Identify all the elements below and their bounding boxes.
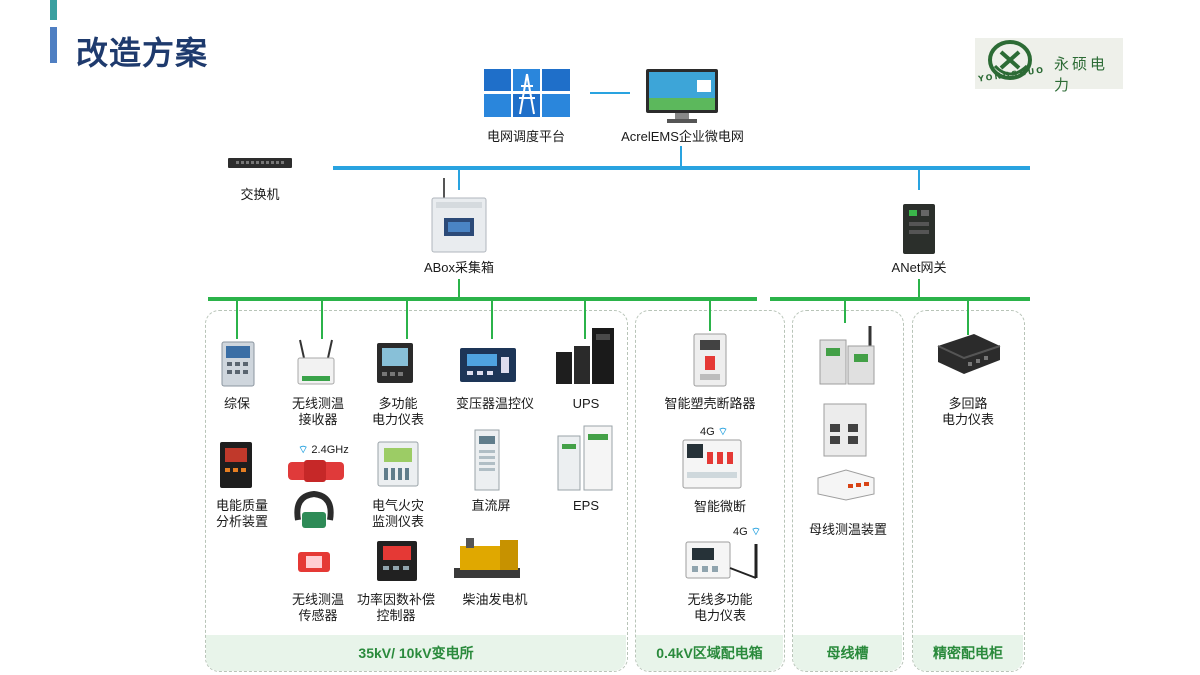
title-accent-bar <box>50 27 57 63</box>
ethernet-bus <box>333 166 1030 170</box>
abox-label: ABox采集箱 <box>423 260 495 275</box>
red-temp-sensor-icon <box>288 460 344 482</box>
title-accent-top <box>50 0 57 20</box>
power-quality-analyzer-icon <box>220 442 252 488</box>
drop-zongbao <box>236 301 238 339</box>
wireless-meter-icon <box>685 541 758 579</box>
bus-temp-label: 母线测温装置 <box>808 522 887 537</box>
fire-monitor-icon <box>377 441 419 487</box>
multi-meter-label-1: 多功能 <box>378 396 418 411</box>
zone-busway-footer: 母线槽 <box>793 635 902 671</box>
fire-label-2: 监测仪表 <box>371 514 424 529</box>
band-label: 2.4GHz <box>311 444 349 456</box>
page-title: 改造方案 <box>76 35 209 71</box>
clamp-temp-sensor-icon <box>294 490 334 528</box>
zongbao-label: 综保 <box>223 396 250 411</box>
ems-drop-line <box>680 146 682 167</box>
wireless-receiver-icon <box>297 339 335 385</box>
bus-temp-module-icon <box>823 403 867 457</box>
mccb-icon <box>693 333 727 387</box>
anet-downlink <box>918 279 920 298</box>
pf-label-2: 控制器 <box>376 608 416 623</box>
fire-label-1: 电气火灾 <box>371 498 424 513</box>
transformer-temp-label: 变压器温控仪 <box>455 396 534 411</box>
multi-meter-label-2: 电力仪表 <box>371 412 424 427</box>
pq-label-1: 电能质量 <box>215 498 268 513</box>
wifi-icon: ⌔ <box>298 444 309 456</box>
pf-label-1: 功率因数补偿 <box>356 592 435 607</box>
busbar-temp-sensor-icon <box>298 552 330 572</box>
dc-screen-label: 直流屏 <box>471 498 511 513</box>
video-wall-icon <box>483 68 571 118</box>
wireless-sensor-label-1: 无线测温 <box>291 592 344 607</box>
dc-screen-icon <box>474 429 500 491</box>
abox-field-bus <box>208 297 757 301</box>
zone-area-box-footer: 0.4kV区域配电箱 <box>636 635 783 671</box>
drop-bus-temp <box>844 301 846 323</box>
pf-controller-icon <box>377 541 417 581</box>
micro-breaker-icon <box>682 439 742 489</box>
net-4g-label-b: 4G <box>733 526 748 538</box>
abox-downlink <box>458 279 460 298</box>
net-4g-indicator-b: 4G ⌔ <box>733 525 761 539</box>
multi-loop-label-1: 多回路 <box>948 396 988 411</box>
wireless-meter-label-2: 电力仪表 <box>693 608 746 623</box>
multi-loop-meter-icon <box>937 334 1001 374</box>
transformer-temp-controller-icon <box>460 348 516 382</box>
diesel-label: 柴油发电机 <box>462 592 528 607</box>
wireless-sensor-label-2: 传感器 <box>298 608 338 623</box>
multi-loop-label-2: 电力仪表 <box>941 412 994 427</box>
anet-field-bus <box>770 297 1030 301</box>
pq-label-2: 分析装置 <box>215 514 268 529</box>
drop-wireless-rx <box>321 301 323 339</box>
ups-icon <box>556 328 614 384</box>
switch-label: 交换机 <box>240 187 280 202</box>
drop-mccb <box>709 301 711 331</box>
drop-transformer <box>491 301 493 339</box>
zone-substation-footer: 35kV/ 10kV变电所 <box>206 635 626 671</box>
band-indicator: ⌔ 2.4GHz <box>298 443 349 457</box>
drop-multi-meter <box>406 301 408 339</box>
net-4g-label-a: 4G <box>700 426 715 438</box>
monitor-icon <box>646 69 718 123</box>
abox-cabinet-icon <box>431 178 487 253</box>
drop-ups <box>584 301 586 339</box>
diesel-generator-icon <box>454 538 520 578</box>
bus-temp-sensor-icon <box>817 469 875 501</box>
zone-cabinet-footer: 精密配电柜 <box>913 635 1023 671</box>
eps-label: EPS <box>572 498 599 513</box>
multi-function-meter-icon <box>377 343 413 383</box>
ups-label: UPS <box>572 396 600 411</box>
network-switch-icon <box>228 158 292 168</box>
anet-gateway-icon <box>903 204 935 254</box>
eps-icon <box>557 425 613 491</box>
abox-uplink <box>458 170 460 190</box>
relay-protection-icon <box>221 341 255 387</box>
anet-uplink <box>918 170 920 190</box>
platform-link-line <box>590 92 630 94</box>
drop-multi-loop <box>967 301 969 335</box>
company-logo: YONGSHUO 永硕电力 <box>975 38 1123 94</box>
grid-platform-label: 电网调度平台 <box>486 129 565 144</box>
wireless-meter-label-1: 无线多功能 <box>687 592 753 607</box>
logo-emblem-icon <box>988 40 1032 80</box>
micro-breaker-label: 智能微断 <box>693 499 746 514</box>
logo-brand-cn: 永硕电力 <box>1054 55 1109 94</box>
ems-label: AcrelEMS企业微电网 <box>621 129 744 144</box>
wireless-rx-label-2: 接收器 <box>298 412 338 427</box>
anet-label: ANet网关 <box>891 260 947 275</box>
wireless-rx-label-1: 无线测温 <box>291 396 344 411</box>
wifi-icon: ⌔ <box>750 526 762 538</box>
mccb-label: 智能塑壳断路器 <box>664 396 756 411</box>
wifi-icon: ⌔ <box>717 426 729 438</box>
net-4g-indicator-a: 4G ⌔ <box>700 425 728 439</box>
bus-temp-collector-icon <box>819 326 875 385</box>
